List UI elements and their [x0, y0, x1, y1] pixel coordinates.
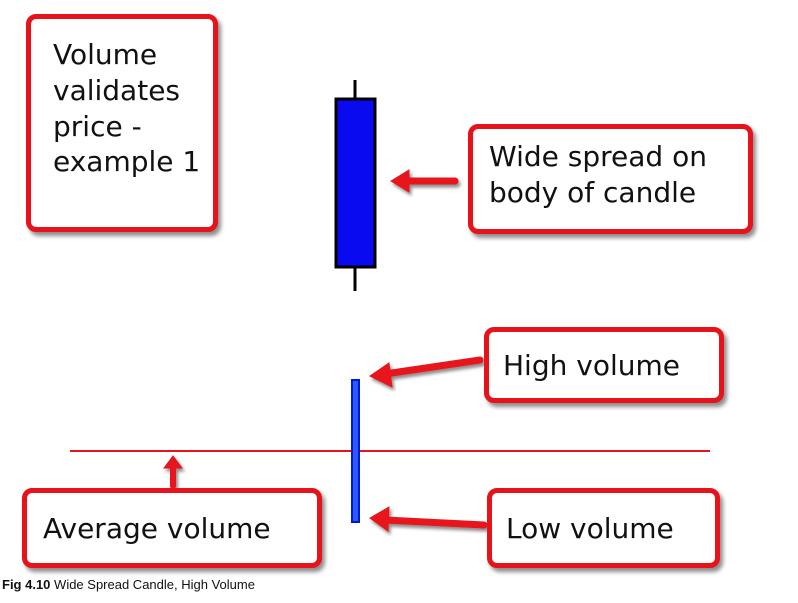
candle-body: [334, 97, 377, 269]
wide-spread-callout: Wide spread on body of candle: [468, 124, 753, 234]
high-volume-callout: High volume: [484, 327, 724, 403]
arrow-icon: [369, 356, 484, 388]
figure-caption: Fig 4.10 Wide Spread Candle, High Volume: [2, 577, 255, 592]
title-line: price -: [53, 109, 142, 143]
high-volume-label: High volume: [503, 349, 680, 382]
arrow-icon: [390, 169, 459, 193]
title-line: Volume: [53, 38, 158, 71]
title-line: validates: [53, 73, 181, 107]
low-volume-label: Low volume: [506, 512, 674, 545]
title-line: example 1: [53, 145, 201, 179]
title-callout: Volume validates price - example 1: [26, 14, 218, 232]
caption-text: Wide Spread Candle, High Volume: [54, 577, 255, 592]
spread-line: Wide spread on: [489, 140, 707, 173]
arrow-icon: [163, 455, 183, 489]
volume-bar: [351, 379, 360, 523]
spread-line: body of candle: [489, 175, 697, 209]
arrow-icon: [369, 506, 488, 532]
average-volume-label: Average volume: [43, 512, 271, 545]
low-volume-callout: Low volume: [487, 488, 720, 568]
average-volume-callout: Average volume: [22, 488, 322, 568]
figure-label: Fig 4.10: [2, 577, 51, 592]
